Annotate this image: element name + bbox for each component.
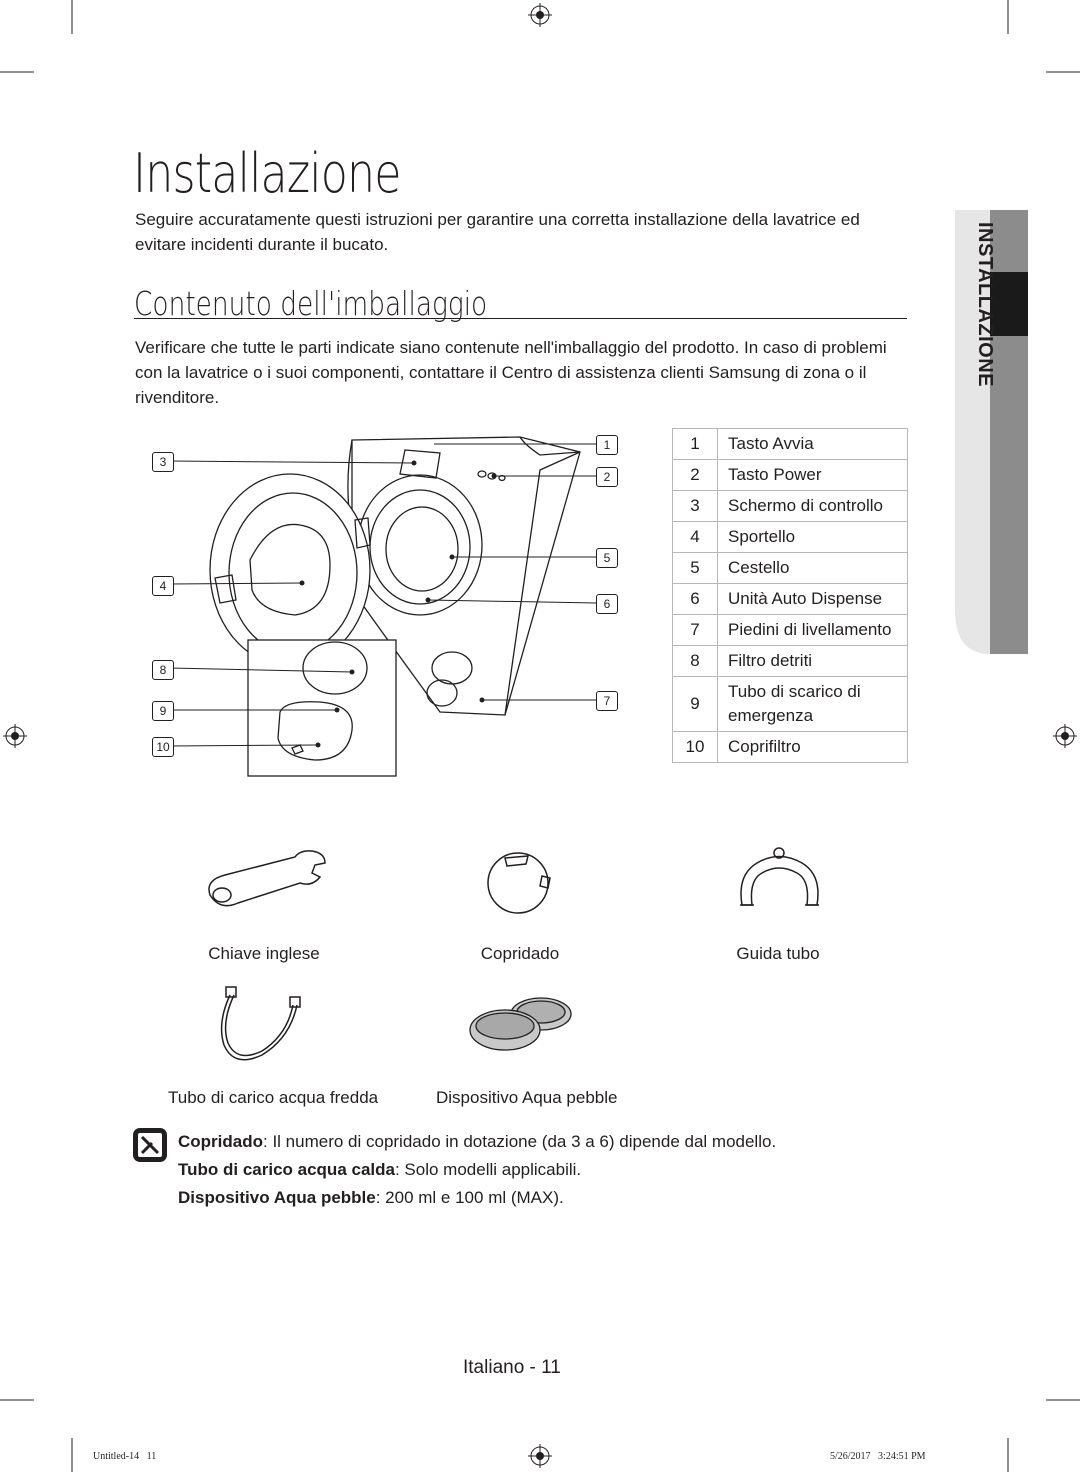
wrench-image xyxy=(208,850,326,907)
callout-2: 2 xyxy=(596,467,618,487)
page-number: Italiano - 11 xyxy=(463,1357,561,1378)
notes: Copridado: Il numero di copridado in dot… xyxy=(178,1128,776,1212)
pebble-label: Dispositivo Aqua pebble xyxy=(436,1088,618,1107)
part-label: Sportello xyxy=(717,521,908,553)
section-title: Contenuto dell'imballaggio xyxy=(134,284,488,323)
part-number: 9 xyxy=(672,676,718,732)
callout-7: 7 xyxy=(596,691,618,711)
note-3-text: : 200 ml e 100 ml (MAX). xyxy=(375,1188,564,1207)
hose-label: Tubo di carico acqua fredda xyxy=(168,1088,379,1107)
part-label: Piedini di livellamento xyxy=(717,614,908,646)
aqua-pebble-image xyxy=(469,997,572,1051)
callout-6: 6 xyxy=(596,594,618,614)
registration-mark-left xyxy=(3,724,27,748)
callout-3: 3 xyxy=(152,452,174,472)
washer-illustration xyxy=(169,436,597,777)
file-label: Untitled-14 11 xyxy=(93,1451,157,1462)
guide-label: Guida tubo xyxy=(736,944,820,963)
page-title: Installazione xyxy=(133,142,402,205)
part-number: 8 xyxy=(672,645,718,677)
note-1-text: : Il numero di copridado in dotazione (d… xyxy=(263,1132,777,1151)
part-label: Schermo di controllo xyxy=(717,490,908,522)
part-number: 4 xyxy=(672,521,718,553)
hose-guide-image xyxy=(740,847,819,906)
registration-mark-top xyxy=(528,3,552,27)
note-icon xyxy=(133,1128,167,1162)
print-timestamp: 5/26/2017 3:24:51 PM xyxy=(830,1451,926,1462)
note-line-1: Copridado: Il numero di copridado in dot… xyxy=(178,1128,776,1156)
note-2-term: Tubo di carico acqua calda xyxy=(178,1160,395,1179)
part-number: 6 xyxy=(672,583,718,615)
part-label: Coprifiltro xyxy=(717,731,908,763)
part-number: 10 xyxy=(672,731,718,763)
part-number: 1 xyxy=(672,428,718,460)
part-number: 5 xyxy=(672,552,718,584)
part-number: 2 xyxy=(672,459,718,491)
cold-water-hose-image xyxy=(220,986,301,1061)
registration-mark-bottom xyxy=(528,1444,552,1468)
callout-5: 5 xyxy=(596,548,618,568)
part-label: Tasto Avvia xyxy=(717,428,908,460)
part-label: Unità Auto Dispense xyxy=(717,583,908,615)
callout-8: 8 xyxy=(152,660,174,680)
part-number: 7 xyxy=(672,614,718,646)
note-line-2: Tubo di carico acqua calda: Solo modelli… xyxy=(178,1156,776,1184)
note-2-text: : Solo modelli applicabili. xyxy=(394,1160,582,1179)
note-line-3: Dispositivo Aqua pebble: 200 ml e 100 ml… xyxy=(178,1184,776,1212)
part-number: 3 xyxy=(672,490,718,522)
callout-10: 10 xyxy=(152,737,174,757)
part-label: Tubo di scarico di emergenza xyxy=(717,676,908,732)
section-divider xyxy=(134,318,907,319)
callout-4: 4 xyxy=(152,576,174,596)
callout-1: 1 xyxy=(596,435,618,455)
cap-image xyxy=(487,852,551,914)
note-1-term: Copridado xyxy=(178,1132,263,1151)
callout-9: 9 xyxy=(152,701,174,721)
registration-mark-right xyxy=(1053,724,1077,748)
side-tab-label: INSTALLAZIONE xyxy=(974,222,996,388)
side-tab xyxy=(955,210,1028,654)
note-3-term: Dispositivo Aqua pebble xyxy=(178,1188,376,1207)
section-description: Verificare che tutte le parti indicate s… xyxy=(135,338,887,407)
wrench-label: Chiave inglese xyxy=(208,944,320,963)
cap-label: Copridado xyxy=(480,944,560,963)
part-label: Cestello xyxy=(717,552,908,584)
part-label: Filtro detriti xyxy=(717,645,908,677)
part-label: Tasto Power xyxy=(717,459,908,491)
intro-text: Seguire accuratamente questi istruzioni … xyxy=(135,210,860,254)
